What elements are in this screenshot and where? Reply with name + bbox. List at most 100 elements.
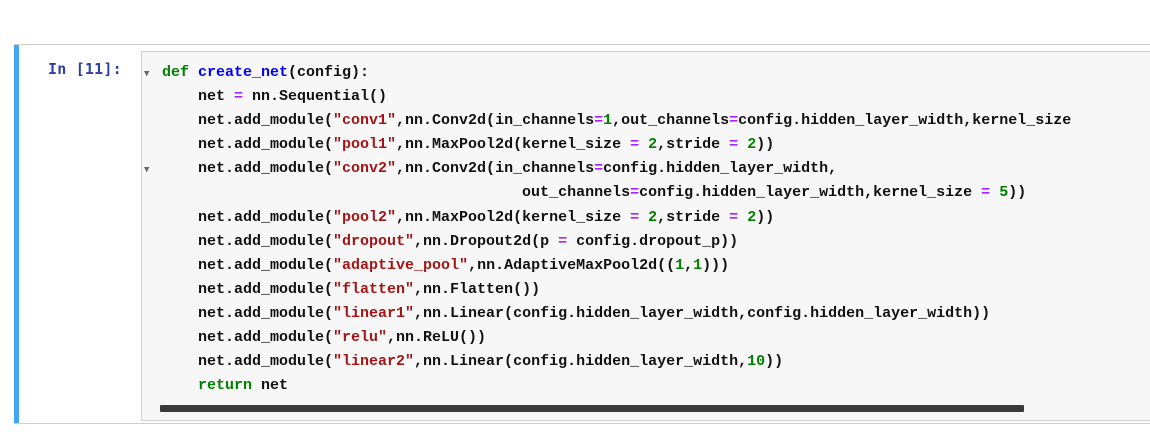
code-token: ,out_channels	[612, 112, 730, 130]
code-line[interactable]: net = nn.Sequential()	[162, 85, 1071, 109]
code-token: net	[162, 88, 235, 106]
code-token: config.hidden_layer_width,kernel_size	[639, 184, 982, 202]
code-token: net.add_module(	[162, 256, 334, 274]
code-token: ,nn.Dropout2d(p	[414, 232, 559, 250]
code-token: net.add_module(	[162, 160, 334, 178]
code-token: )))	[702, 256, 730, 274]
code-token: ,nn.Conv2d(in_channels	[396, 160, 595, 178]
code-line[interactable]: out_channels=config.hidden_layer_width,k…	[162, 181, 1071, 205]
code-line[interactable]: net.add_module("flatten",nn.Flatten())	[162, 278, 1071, 302]
code-token: nn.Sequential()	[243, 88, 388, 106]
code-token	[738, 209, 747, 226]
code-token: 2	[747, 136, 757, 154]
code-token: "pool2"	[333, 208, 397, 226]
code-token: net.add_module(	[162, 304, 334, 322]
code-token: =	[594, 160, 604, 178]
code-token: net	[252, 377, 289, 395]
code-line[interactable]: net.add_module("pool1",nn.MaxPool2d(kern…	[162, 133, 1071, 157]
code-token: 2	[747, 208, 757, 226]
code-token: 5	[999, 184, 1009, 202]
code-token	[162, 377, 198, 394]
code-token: config.hidden_layer_width,	[603, 160, 838, 178]
code-token: ))	[756, 208, 775, 226]
code-line[interactable]: net.add_module("linear1",nn.Linear(confi…	[162, 302, 1071, 326]
code-line[interactable]: net.add_module("adaptive_pool",nn.Adapti…	[162, 254, 1071, 278]
input-prompt: In [11]:	[48, 60, 122, 78]
code-token: 2	[648, 136, 658, 154]
code-line[interactable]: net.add_module("conv2",nn.Conv2d(in_chan…	[162, 157, 1071, 181]
code-token: "conv1"	[333, 112, 397, 130]
code-token: ,nn.ReLU())	[387, 329, 487, 347]
code-token: net.add_module(	[162, 353, 334, 371]
code-token: net.add_module(	[162, 232, 334, 250]
code-line[interactable]: net.add_module("conv1",nn.Conv2d(in_chan…	[162, 109, 1071, 133]
cell-selection-bar	[14, 45, 19, 423]
code-token: def	[162, 64, 190, 81]
code-line[interactable]: return net	[162, 374, 1071, 398]
code-token: out_channels	[162, 184, 631, 202]
code-token: ,	[684, 256, 694, 274]
code-token: ,nn.MaxPool2d(kernel_size	[396, 208, 631, 226]
code-token: ))	[765, 353, 784, 371]
code-token: "dropout"	[333, 232, 415, 250]
code-cell[interactable]: In [11]: ▼ ▼ def create_net(config): net…	[14, 44, 1150, 424]
code-content[interactable]: def create_net(config): net = nn.Sequent…	[162, 61, 1071, 398]
code-token: =	[729, 136, 739, 154]
code-token: ,nn.Linear(config.hidden_layer_width,	[414, 353, 748, 371]
code-line[interactable]: net.add_module("relu",nn.ReLU())	[162, 326, 1071, 350]
code-token: 1	[693, 256, 703, 274]
code-token: ,nn.Conv2d(in_channels	[396, 112, 595, 130]
code-token	[990, 184, 999, 201]
code-token: "pool1"	[333, 136, 397, 154]
code-token: 10	[747, 353, 766, 371]
code-token: 1	[603, 112, 613, 130]
code-token: ,nn.AdaptiveMaxPool2d((	[468, 256, 676, 274]
code-line[interactable]: def create_net(config):	[162, 61, 1071, 85]
code-token: config.hidden_layer_width,kernel_size	[738, 112, 1072, 130]
code-token: (config):	[288, 64, 370, 81]
code-token: =	[594, 112, 604, 130]
code-token: =	[981, 184, 991, 202]
horizontal-scrollbar[interactable]	[160, 405, 1024, 412]
code-line[interactable]: net.add_module("linear2",nn.Linear(confi…	[162, 350, 1071, 374]
code-token: =	[729, 208, 739, 226]
code-token: "adaptive_pool"	[333, 256, 469, 274]
code-line[interactable]: net.add_module("dropout",nn.Dropout2d(p …	[162, 230, 1071, 254]
code-token	[738, 136, 747, 153]
code-token: return	[198, 377, 253, 395]
code-token: net.add_module(	[162, 280, 334, 298]
code-token: "conv2"	[333, 160, 397, 178]
fold-toggle-icon[interactable]: ▼	[144, 165, 150, 175]
code-token: =	[630, 136, 640, 154]
code-token: net.add_module(	[162, 329, 334, 347]
code-token	[639, 209, 648, 226]
code-token: create_net	[198, 64, 289, 81]
code-token: ,nn.Flatten())	[414, 280, 541, 298]
code-token: net.add_module(	[162, 112, 334, 130]
code-token: ,nn.MaxPool2d(kernel_size	[396, 136, 631, 154]
code-editor[interactable]: ▼ ▼ def create_net(config): net = nn.Seq…	[141, 51, 1150, 421]
code-token: =	[729, 112, 739, 130]
code-line[interactable]: net.add_module("pool2",nn.MaxPool2d(kern…	[162, 206, 1071, 230]
code-token: "relu"	[333, 329, 388, 347]
code-token	[189, 64, 198, 81]
code-token: ,nn.Linear(config.hidden_layer_width,con…	[414, 304, 991, 322]
code-token: =	[234, 88, 244, 106]
code-token: config.dropout_p))	[567, 232, 739, 250]
code-token	[639, 136, 648, 153]
code-token: =	[630, 184, 640, 202]
code-token: "flatten"	[333, 280, 415, 298]
code-token: "linear2"	[333, 353, 415, 371]
fold-toggle-icon[interactable]: ▼	[144, 69, 150, 79]
code-token: ,stride	[657, 136, 730, 154]
code-token: ,stride	[657, 208, 730, 226]
code-token: 1	[675, 256, 685, 274]
code-token: net.add_module(	[162, 208, 334, 226]
code-token: =	[630, 208, 640, 226]
code-token: ))	[1008, 184, 1027, 202]
code-token: =	[558, 232, 568, 250]
code-token: "linear1"	[333, 304, 415, 322]
code-token: net.add_module(	[162, 136, 334, 154]
code-token: ))	[756, 136, 775, 154]
code-token: 2	[648, 208, 658, 226]
